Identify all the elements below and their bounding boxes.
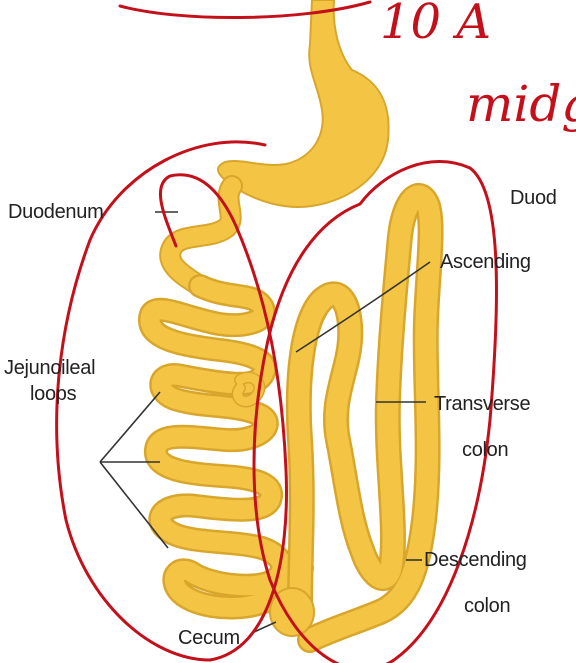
jejunoileal-loops — [150, 286, 302, 608]
handwriting-midgut: midg — [466, 74, 576, 134]
label-descending-line2: colon — [464, 594, 510, 618]
label-duodenum-right: Duod — [510, 186, 557, 210]
label-duodenum-left: Duodenum — [8, 200, 103, 224]
label-transverse-line1: Transverse — [434, 392, 530, 416]
label-transverse-line2: colon — [462, 438, 508, 462]
label-descending-line1: Descending — [424, 548, 527, 572]
label-jejunoileal-line2: loops — [30, 382, 76, 406]
label-ascending: Ascending — [440, 250, 531, 274]
colon — [270, 196, 431, 640]
label-jejunoileal-line1: Jejunoileal — [4, 356, 95, 380]
label-cecum: Cecum — [178, 626, 240, 650]
handwriting-top: 10 A — [380, 0, 491, 50]
stomach — [218, 0, 389, 207]
